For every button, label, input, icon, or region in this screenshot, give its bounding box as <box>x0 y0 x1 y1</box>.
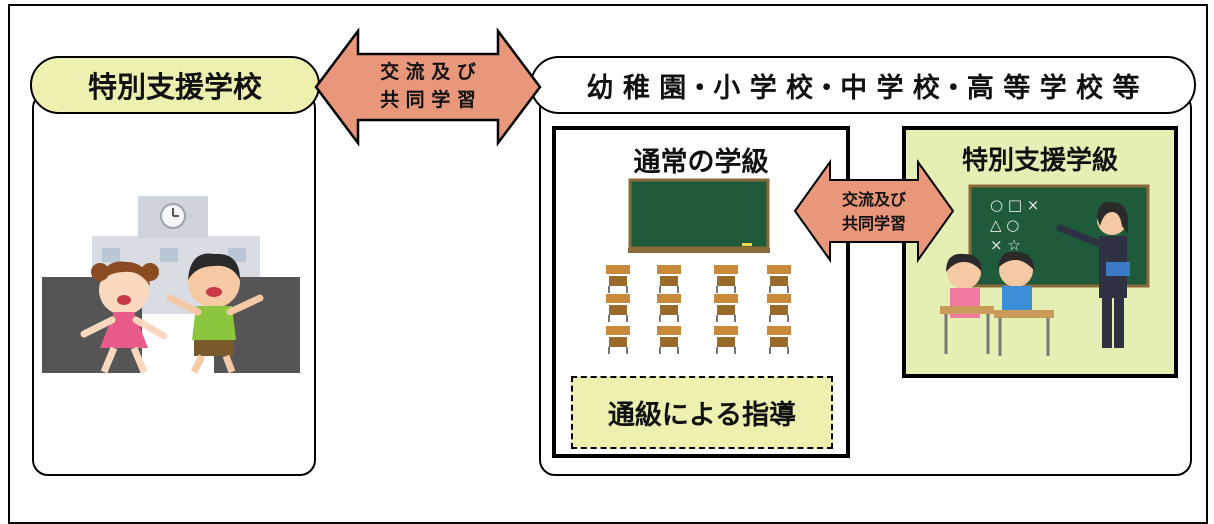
top-exchange-line2: 共 同 学 習 <box>380 88 476 111</box>
desk <box>714 265 738 293</box>
inner-exchange-arrow <box>793 158 955 264</box>
regular-schools-title: 幼 稚 園・小 学 校・中 学 校・高 等 学 校 等 <box>586 72 1140 104</box>
resource-room-box: 通級による指導 <box>571 376 833 449</box>
desk <box>714 294 738 322</box>
inner-exchange-line2: 共同学習 <box>842 214 906 233</box>
inner-exchange-line1: 交流及び <box>842 190 907 209</box>
svg-text:× ☆: × ☆ <box>990 236 1021 254</box>
desk <box>767 294 791 322</box>
special-school-title: 特別支援学校 <box>87 70 262 104</box>
resource-room-label: 通級による指導 <box>607 400 797 431</box>
girl-figure <box>80 261 168 374</box>
desk <box>606 326 630 354</box>
desk <box>657 294 681 322</box>
svg-text:△ ○: △ ○ <box>990 216 1019 234</box>
school-children-illustration <box>42 196 300 374</box>
regular-class-title: 通常の学級 <box>633 147 769 178</box>
top-exchange-line1: 交 流 及 び <box>380 60 476 83</box>
regular-schools-title-pill: 幼 稚 園・小 学 校・中 学 校・高 等 学 校 等 <box>530 56 1196 114</box>
desk <box>767 326 791 354</box>
desk <box>657 265 681 293</box>
top-exchange-arrow <box>314 27 542 147</box>
desks-group <box>606 265 791 354</box>
teacher-figure <box>1056 201 1130 348</box>
regular-classroom-illustration <box>606 178 791 354</box>
desk <box>714 326 738 354</box>
desk <box>767 265 791 293</box>
diagram-canvas: 特別支援学校 幼 稚 園・小 学 校・中 学 校・高 等 学 校 等 通常の学級… <box>8 4 1208 524</box>
desk <box>657 326 681 354</box>
svg-text:○ □ ×: ○ □ × <box>990 196 1039 214</box>
special-class-title: 特別支援学級 <box>961 146 1118 176</box>
desk <box>606 294 630 322</box>
boy-figure <box>166 253 264 374</box>
student-desk-2 <box>994 310 1054 318</box>
special-school-title-pill: 特別支援学校 <box>30 56 320 114</box>
student-desk-1 <box>940 306 994 314</box>
special-classroom-illustration: ○ □ × △ ○ × ☆ <box>940 184 1150 356</box>
desk <box>606 265 630 293</box>
chalkboard <box>628 178 770 250</box>
diagram-drawings: ○ □ × △ ○ × ☆ <box>42 27 1150 374</box>
